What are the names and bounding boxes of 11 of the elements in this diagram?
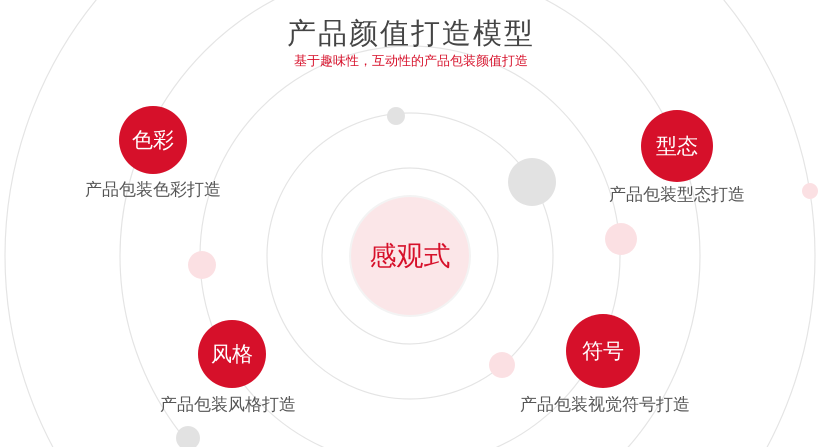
subtitle: 基于趣味性，互动性的产品包装颜值打造 [293,52,529,70]
topic-circle: 型态 [641,110,713,182]
caption-text: 产品包装视觉符号打造 [520,394,690,416]
center-circle: 感观式 [349,195,471,317]
title: 产品颜值打造模型 [286,17,536,52]
topic-circle: 色彩 [119,106,187,174]
topic-circle: 风格 [198,320,266,388]
caption-text: 产品包装色彩打造 [85,179,221,201]
caption-text: 产品包装风格打造 [160,394,296,416]
caption-text: 产品包装型态打造 [609,184,745,206]
topic-circle: 符号 [566,314,640,388]
